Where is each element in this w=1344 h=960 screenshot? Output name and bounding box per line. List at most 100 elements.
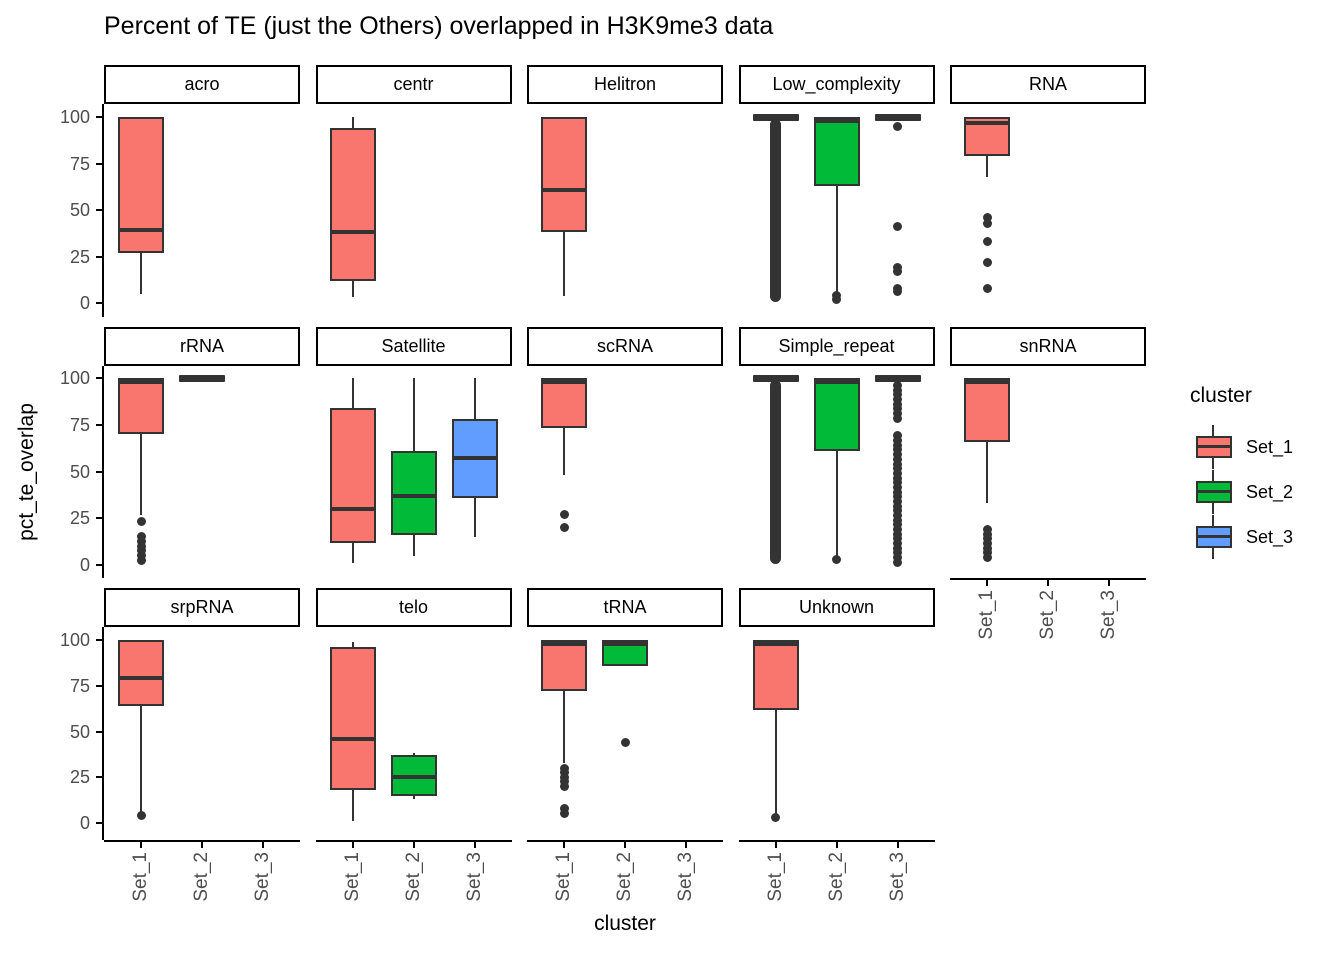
facet-strip: Simple_repeat <box>738 327 935 366</box>
outlier-dot <box>832 554 841 564</box>
outlier-dot <box>982 212 992 222</box>
outlier-dot <box>893 487 902 497</box>
boxplot-median <box>392 493 435 498</box>
y-axis-line <box>102 627 104 840</box>
y-tick <box>96 639 102 641</box>
outlier-dot <box>893 222 902 232</box>
boxplot-median <box>453 456 496 461</box>
outlier-dot <box>893 529 902 539</box>
outlier-dot <box>893 436 902 446</box>
outlier-dot <box>559 809 569 819</box>
y-tick-label: 75 <box>69 675 90 696</box>
x-tick <box>1108 580 1110 586</box>
outlier-dot <box>559 763 569 773</box>
outlier-dot <box>893 496 902 506</box>
x-tick-label: Set_3 <box>252 852 273 902</box>
x-tick <box>201 842 203 848</box>
y-tick-label: 0 <box>79 813 90 833</box>
x-axis-line <box>527 840 723 842</box>
boxplot-median <box>815 119 858 123</box>
outlier-dot <box>893 390 902 400</box>
outlier-dot <box>136 517 146 527</box>
x-axis-line <box>315 840 512 842</box>
boxplot-median <box>331 230 374 235</box>
boxplot-lower-whisker <box>140 434 142 515</box>
legend-entry-label: Set_2 <box>1246 482 1294 502</box>
boxplot-box <box>329 647 376 791</box>
outlier-dot <box>893 287 902 297</box>
boxplot-box <box>390 755 437 796</box>
facet-strip: acro <box>104 65 300 104</box>
facet-label: telo <box>398 597 429 617</box>
outlier-dot <box>893 524 902 534</box>
outlier-dot <box>893 454 902 464</box>
boxplot-lower-whisker <box>563 232 565 296</box>
boxplot-median <box>120 228 162 233</box>
boxplot-box <box>118 640 164 706</box>
boxplot-median <box>392 775 435 780</box>
y-tick-label: 50 <box>69 461 90 482</box>
outlier-dot <box>982 538 992 548</box>
boxplot-lower-whisker <box>412 535 415 556</box>
boxplot-upper-whisker <box>412 378 415 451</box>
boxplot-median <box>120 380 162 384</box>
outlier-dot <box>136 541 146 551</box>
y-tick <box>96 684 102 687</box>
outlier-dot <box>136 551 146 561</box>
outlier-dot <box>893 121 902 131</box>
outlier-dot <box>136 537 146 547</box>
y-axis-line <box>102 104 104 317</box>
boxplot-median <box>120 676 162 681</box>
outlier-dot <box>893 543 902 553</box>
x-tick <box>351 842 354 848</box>
x-tick <box>1047 580 1049 586</box>
x-tick <box>685 842 687 848</box>
boxplot-box <box>329 128 376 281</box>
boxplot-upper-whisker <box>351 378 354 408</box>
y-tick <box>96 822 102 824</box>
x-tick <box>835 842 838 848</box>
outlier-column <box>770 118 781 303</box>
x-tick-label: Set_3 <box>463 852 485 902</box>
boxplot-lower-whisker <box>473 497 476 537</box>
boxplot-median <box>543 187 585 192</box>
x-tick-label: Set_2 <box>191 852 212 902</box>
facet-strip: rRNA <box>104 327 300 366</box>
outlier-dot <box>620 737 630 747</box>
x-tick <box>412 842 415 848</box>
outlier-dot <box>893 450 902 460</box>
boxplot-collapsed-box <box>874 374 921 382</box>
outlier-dot <box>559 510 569 519</box>
boxplot-box <box>390 450 437 536</box>
outlier-dot <box>893 548 902 558</box>
outlier-dot <box>893 468 902 478</box>
x-tick-label: Set_2 <box>825 852 847 902</box>
outlier-dot <box>893 473 902 483</box>
boxplot-box <box>118 378 164 435</box>
y-tick <box>96 470 102 473</box>
outlier-dot <box>893 431 902 441</box>
boxplot-median <box>543 642 585 646</box>
outlier-dot <box>982 534 992 544</box>
facet-label: acro <box>184 74 220 94</box>
facet-strip: snRNA <box>950 327 1146 366</box>
x-tick-label: Set_3 <box>675 852 696 902</box>
outlier-dot <box>982 237 992 247</box>
legend-entry: Set_1 <box>1196 425 1344 469</box>
boxplot-box <box>813 117 860 186</box>
legend-entry: Set_3 <box>1196 515 1344 559</box>
boxplot-median <box>754 642 797 646</box>
boxplot-median <box>604 642 646 646</box>
x-tick <box>896 842 899 848</box>
y-tick-label: 100 <box>59 368 90 388</box>
outlier-dot <box>893 445 902 455</box>
y-tick-label: 25 <box>69 767 90 788</box>
y-tick-label: 25 <box>69 508 90 529</box>
facet-label: snRNA <box>1019 336 1077 356</box>
boxplot-median <box>543 380 585 384</box>
y-tick-label: 50 <box>69 200 90 220</box>
outlier-dot <box>893 492 902 502</box>
x-tick-label: Set_3 <box>1098 590 1119 640</box>
facet-label: rRNA <box>180 336 224 356</box>
